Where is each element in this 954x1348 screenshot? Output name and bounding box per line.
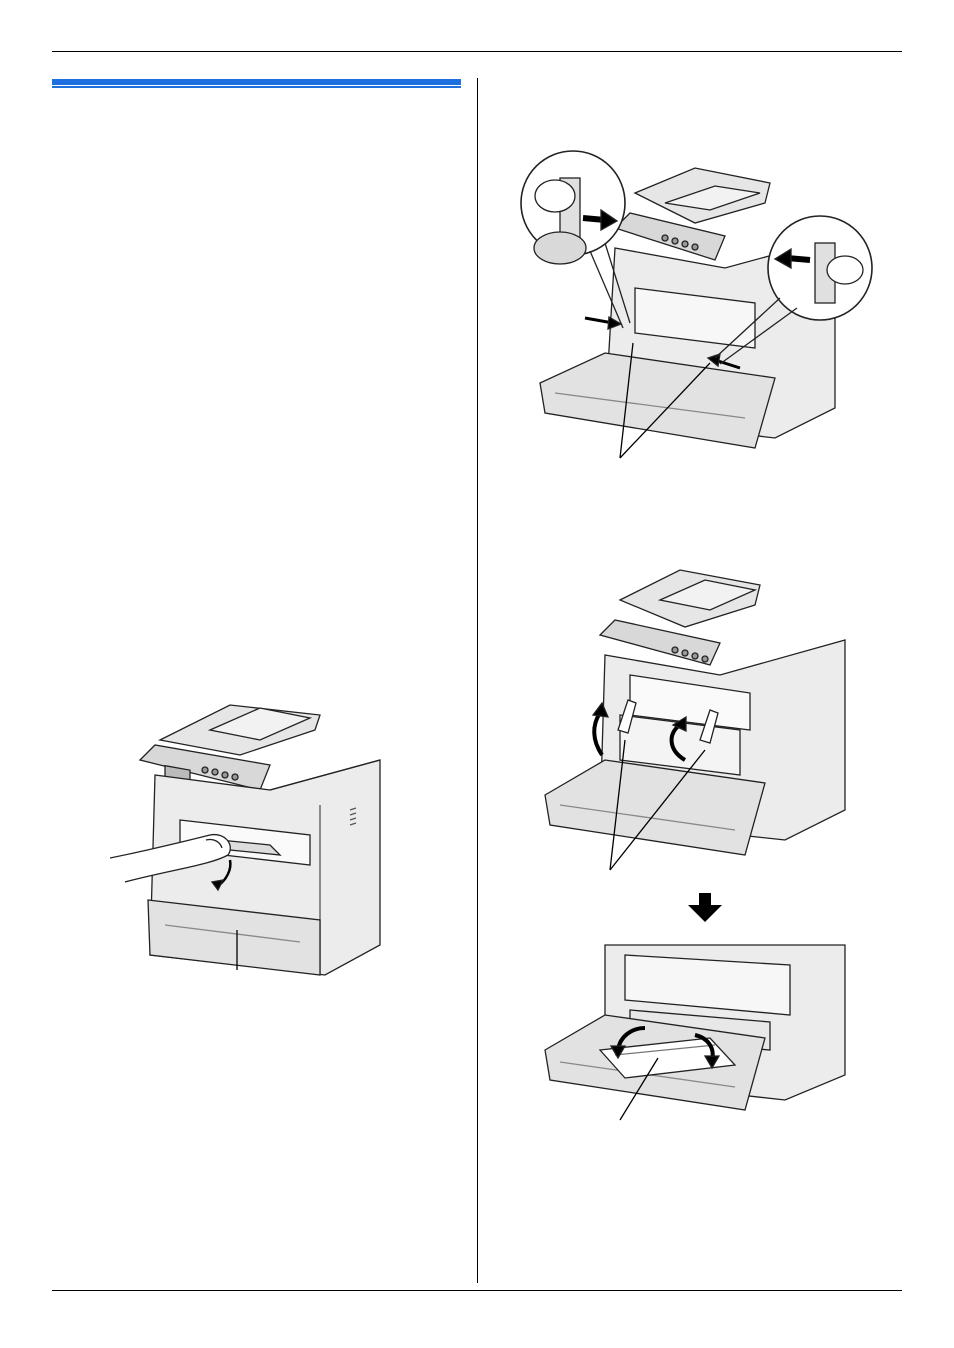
remove-unit-illustration — [540, 940, 860, 1140]
column-divider — [477, 78, 478, 1283]
section-title-bar — [52, 79, 461, 88]
front-cover-illustration — [110, 700, 390, 980]
header-rule — [52, 51, 902, 52]
release-levers-illustration — [515, 148, 875, 468]
lift-levers-illustration — [540, 565, 860, 885]
footer-rule — [52, 1290, 902, 1291]
arrow-down-icon — [688, 893, 722, 928]
